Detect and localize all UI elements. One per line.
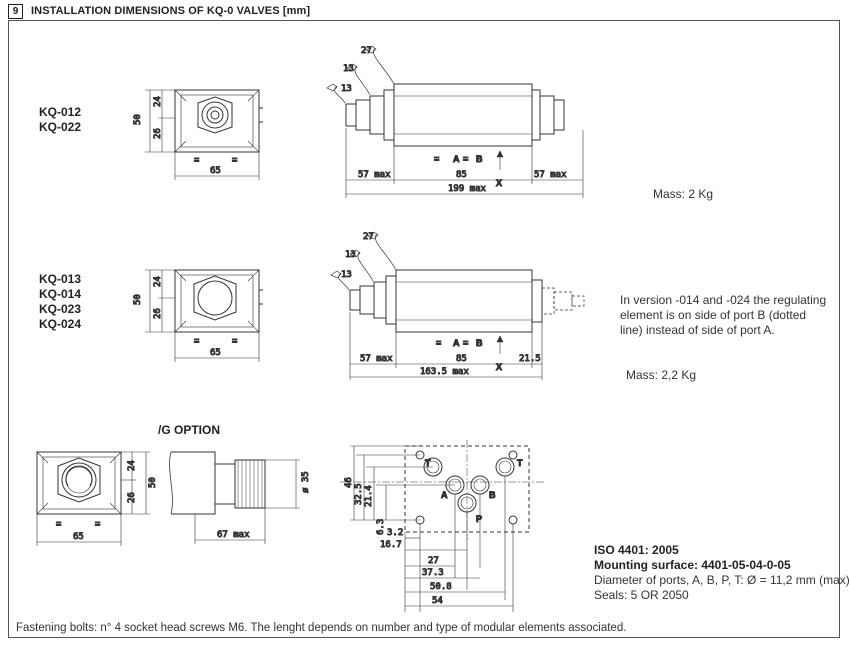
port-b-plate: B (489, 490, 496, 500)
iso-seals: Seals: 5 OR 2050 (594, 588, 689, 602)
mark-2a: = (194, 336, 199, 346)
models-group-2: KQ-013 KQ-014 KQ-023 KQ-024 (39, 272, 81, 332)
port-t1: T (425, 458, 431, 468)
dim-left-max-2: 57 max (360, 354, 393, 364)
model-kq024: KQ-024 (39, 317, 82, 331)
dim-body-2: 85 (456, 354, 467, 364)
dim-upper-1: 24 (153, 96, 163, 107)
port-b-1: B (476, 154, 483, 164)
g-option-title: /G OPTION (158, 423, 221, 437)
mark-1a: = (194, 155, 199, 165)
drawing-frame (8, 20, 840, 638)
mark-3a: = (56, 519, 61, 529)
dim-508: 50.8 (430, 582, 452, 592)
wrench-2a: 27 (363, 232, 374, 242)
wrench-2c: 13 (341, 270, 352, 280)
dim-27: 27 (428, 556, 439, 566)
side-view-1 (326, 45, 565, 147)
mounting-plate (340, 440, 545, 612)
models-group-1: KQ-012 KQ-022 (39, 105, 81, 135)
dim-46: 46 (344, 477, 354, 488)
wrench-1b: 13 (343, 64, 354, 74)
dim-height-2: 50 (133, 294, 143, 305)
mark-2c: = (436, 338, 441, 348)
dim-32: 3.2 (387, 528, 403, 538)
mark-2d: = (463, 338, 468, 348)
axis-x-1: X (496, 178, 502, 188)
dim-373: 37.3 (422, 568, 444, 578)
mark-3b: = (95, 519, 100, 529)
side-dims-2 (349, 312, 543, 380)
iso-title: ISO 4401: 2005 (594, 543, 679, 557)
dim-upper-g: 24 (127, 460, 137, 471)
g-option-side (169, 451, 300, 544)
port-a-2: A (453, 338, 460, 348)
section-title: INSTALLATION DIMENSIONS OF KQ-0 VALVES [… (31, 5, 311, 17)
port-t2: T (517, 458, 523, 468)
model-kq023: KQ-023 (39, 302, 82, 316)
dim-width-1: 65 (210, 166, 221, 176)
front-view-1 (174, 89, 263, 153)
model-kq022: KQ-022 (39, 120, 82, 134)
mark-1b: = (232, 155, 237, 165)
front-dims-2 (145, 269, 260, 362)
dim-325: 32.5 (354, 483, 364, 505)
front-view-2 (174, 269, 263, 333)
dim-63: 6.3 (376, 519, 386, 535)
dim-height-1: 50 (133, 114, 143, 125)
iso-surface: Mounting surface: 4401-05-04-0-05 (594, 558, 791, 572)
dim-lower-g: 26 (127, 492, 137, 503)
model-kq014: KQ-014 (39, 287, 82, 301)
axis-x-2: X (496, 362, 502, 372)
side-dims-1 (345, 128, 584, 198)
mass-2: Mass: 2,2 Kg (626, 368, 697, 382)
port-a-plate: A (441, 490, 448, 500)
dim-width-2: 65 (210, 348, 221, 358)
port-p-plate: P (476, 514, 482, 524)
section-header: 9 INSTALLATION DIMENSIONS OF KQ-0 VALVES… (8, 3, 310, 19)
dim-right-max-1: 57 max (534, 170, 567, 180)
dim-left-max-1: 57 max (358, 170, 391, 180)
side-view-2 (330, 231, 585, 333)
model-kq013: KQ-013 (39, 272, 82, 286)
front-dims-1 (145, 89, 260, 180)
dim-body-1: 85 (456, 170, 467, 180)
front-dims-g (36, 451, 150, 546)
dim-width-g: 65 (73, 532, 84, 542)
wrench-1a: 27 (361, 46, 372, 56)
dim-total-1: 199 max (448, 184, 487, 194)
mark-2b: = (232, 336, 237, 346)
mass-1: Mass: 2 Kg (653, 187, 714, 201)
iso-block: ISO 4401: 2005 Mounting surface: 4401-05… (594, 543, 850, 603)
port-a-1: A (453, 154, 460, 164)
version-note: In version -014 and -024 the regulating … (620, 293, 827, 337)
dim-total-2: 163.5 max (420, 367, 469, 377)
model-kq012: KQ-012 (39, 105, 82, 119)
dim-54: 54 (432, 596, 443, 606)
dim-height-g: 50 (148, 477, 158, 488)
section-number: 9 (8, 3, 23, 19)
dim-lower-1: 26 (153, 128, 163, 139)
port-b-2: B (476, 338, 483, 348)
dim-upper-2: 24 (153, 276, 163, 287)
mark-1c: = (434, 154, 439, 164)
dim-214: 21.4 (364, 485, 374, 507)
front-view-g (36, 451, 122, 515)
dim-167: 16.7 (380, 540, 402, 550)
mark-1d: = (463, 154, 468, 164)
dim-right-2: 21.5 (519, 354, 541, 364)
dim-length-g: 67 max (217, 530, 250, 540)
wrench-2b: 13 (345, 250, 356, 260)
wrench-1c: 13 (341, 84, 352, 94)
iso-ports: Diameter of ports, A, B, P, T: Ø = 11,2 … (594, 573, 850, 587)
dim-lower-2: 26 (153, 308, 163, 319)
footer-note: Fastening bolts: n° 4 socket head screws… (16, 622, 627, 634)
dim-dia-g: ø 35 (301, 471, 311, 493)
